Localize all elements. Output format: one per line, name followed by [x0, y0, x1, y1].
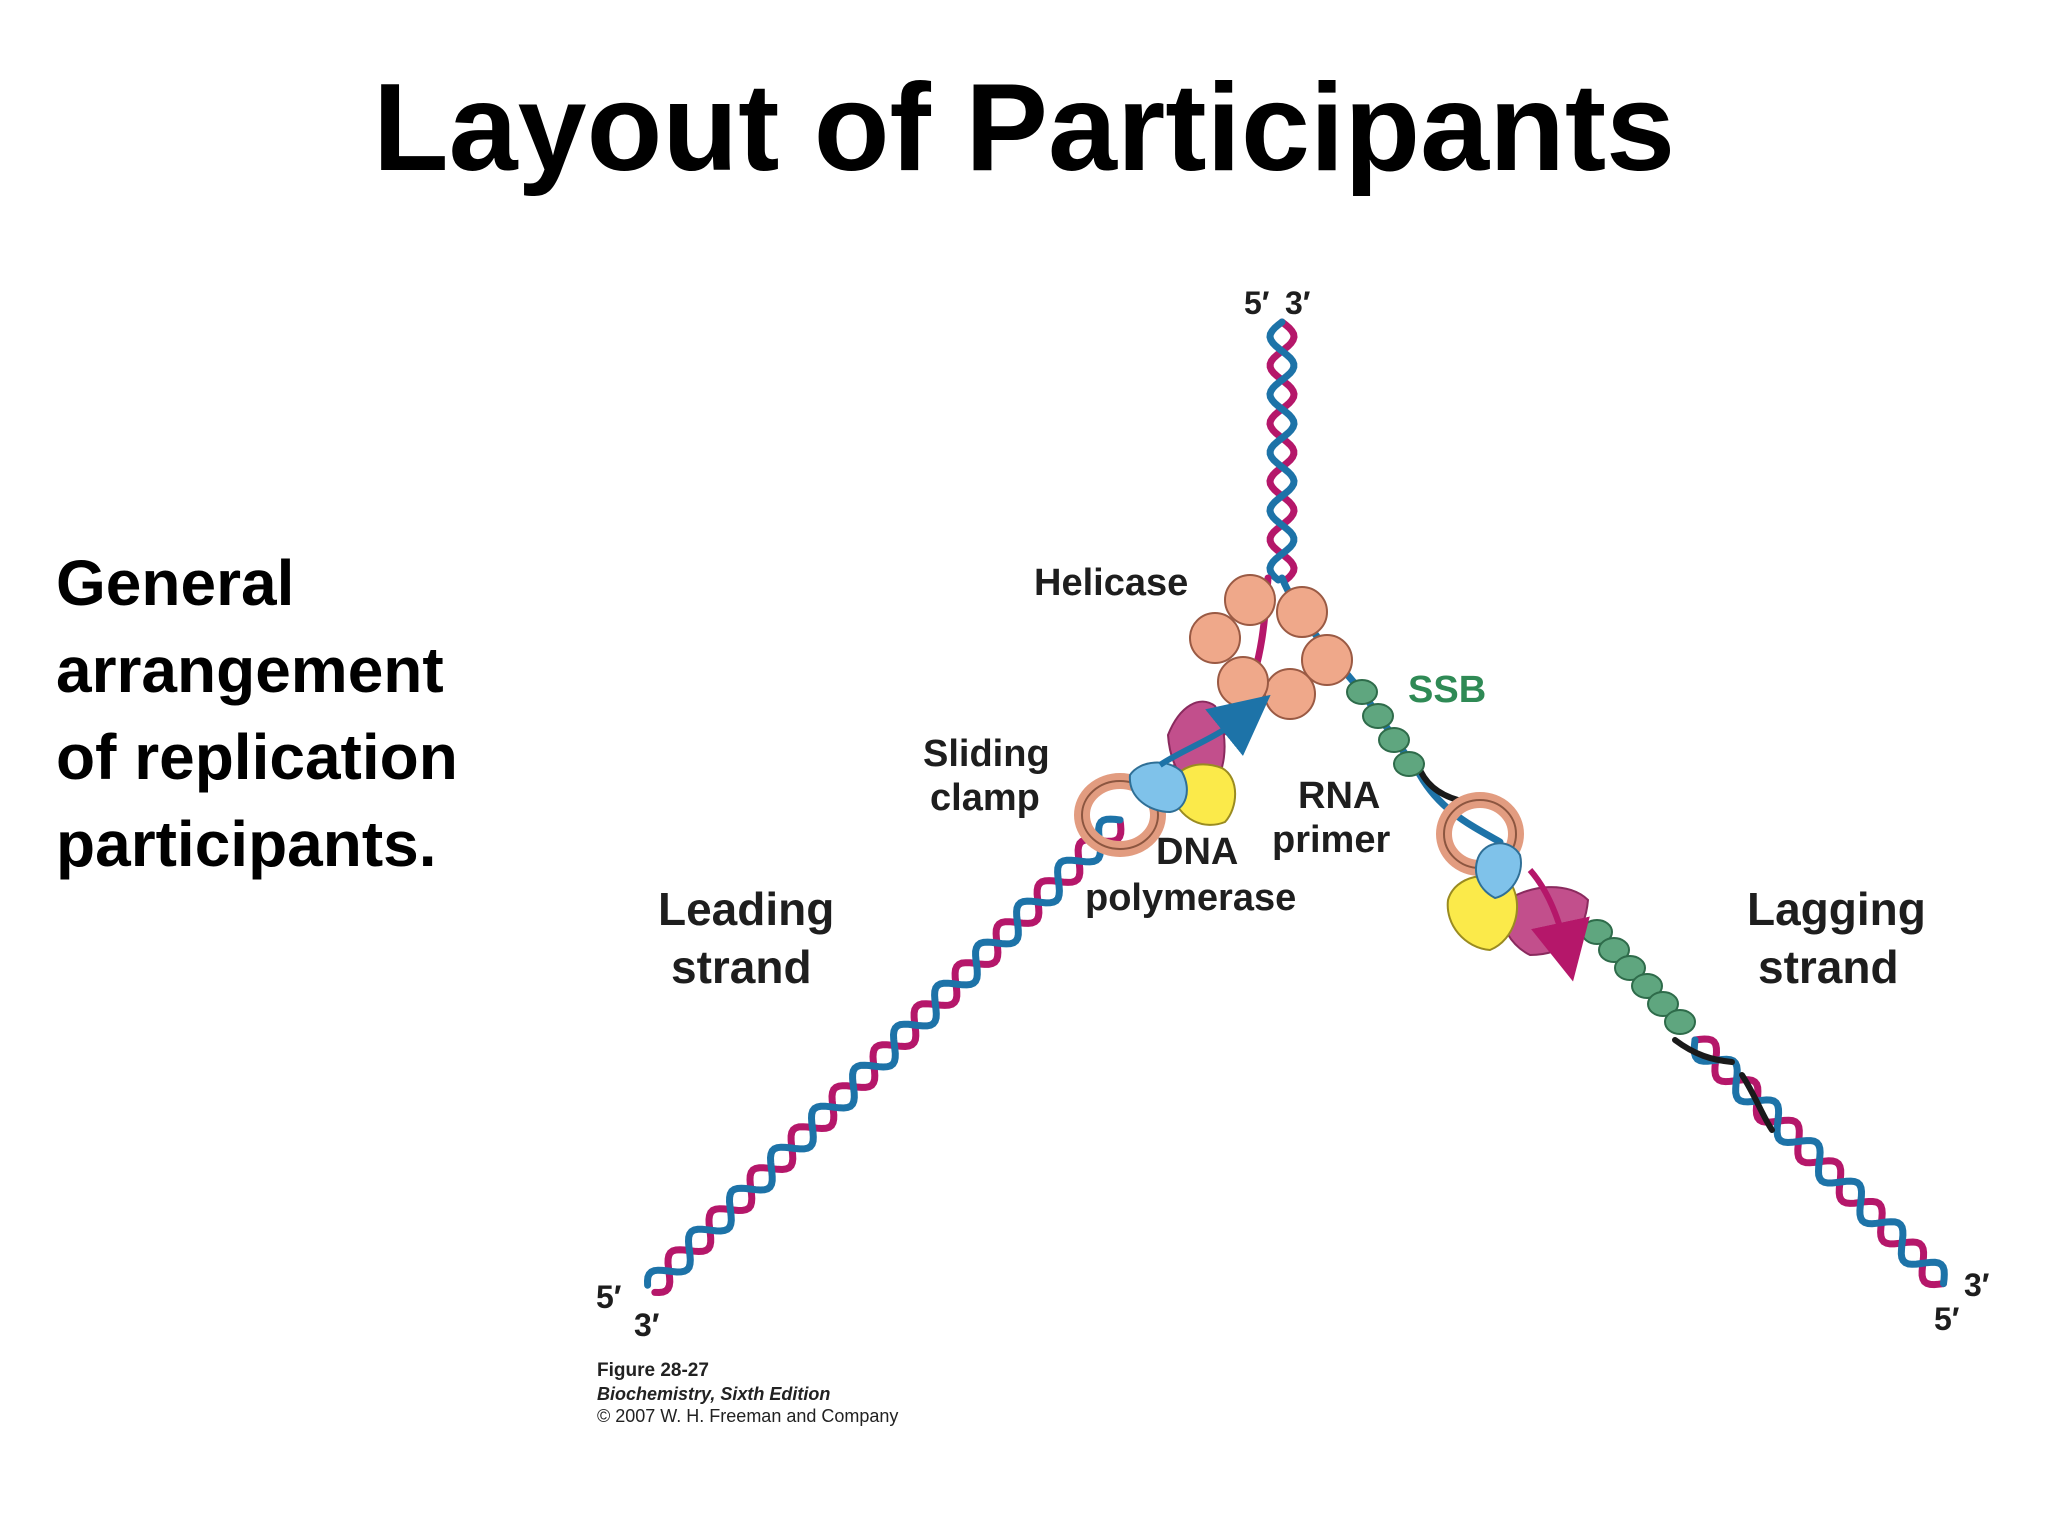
figure-source-book: Biochemistry, Sixth Edition [597, 1383, 831, 1404]
sliding-clamp-leading-edge [1081, 780, 1159, 850]
dna-helix-strands [643, 318, 1948, 1297]
rna-primer-label: RNA [1298, 775, 1380, 817]
dna-polymerase-label: polymerase [1085, 877, 1296, 919]
leading-strand-label: Leading [658, 883, 834, 935]
figure-copyright: © 2007 W. H. Freeman and Company [597, 1406, 899, 1427]
description-line: arrangement [56, 634, 444, 706]
description-line: General [56, 547, 295, 619]
polymerase-lagging-blue [1475, 842, 1522, 900]
helicase-subunit [1264, 668, 1316, 720]
figure-number: Figure 28-27 [597, 1360, 709, 1381]
ssb-protein [1614, 955, 1646, 981]
dna-polymerase-label: DNA [1156, 831, 1238, 873]
helicase-subunit [1276, 586, 1328, 638]
ssb-protein [1362, 703, 1394, 729]
ssb-protein [1346, 679, 1378, 705]
lagging-end-5-prime-label: 5′ [1934, 1301, 1960, 1337]
parental-strand-magenta [1266, 318, 1298, 584]
top-3-prime-label: 3′ [1285, 285, 1311, 321]
leading-synthesis-arrow [1158, 694, 1271, 768]
description-line: participants. [56, 808, 437, 880]
description-line: of replication [56, 721, 458, 793]
rna-primer-segment [1672, 1037, 1735, 1065]
parental-strand-blue [1266, 318, 1298, 584]
rna-primer-segment [1739, 1072, 1775, 1133]
helicase-subunit [1301, 634, 1353, 686]
lagging-synthesis-arrow [1527, 868, 1590, 982]
slide-description: General arrangement of replication parti… [56, 540, 576, 888]
leading-strand-blue [643, 815, 1124, 1289]
ssb-protein [1393, 751, 1425, 777]
lagging-strand-blue [1690, 1036, 1948, 1288]
helicase-subunit [1189, 612, 1241, 664]
ssb-group-lower [1581, 919, 1696, 1035]
figure-caption: Figure 28-27 Biochemistry, Sixth Edition… [597, 1359, 898, 1428]
leading-end-5-prime-label: 5′ [596, 1279, 622, 1315]
sliding-clamp-label: clamp [930, 777, 1040, 819]
ssb-label: SSB [1408, 669, 1486, 711]
helicase-subunit [1224, 574, 1276, 626]
top-5-prime-label: 5′ [1244, 285, 1270, 321]
helicase-complex [1189, 574, 1353, 720]
rna-primer-label: primer [1272, 819, 1390, 861]
lagging-strand-label: strand [1758, 941, 1899, 993]
slide-title: Layout of Participants [372, 59, 1676, 197]
lagging-end-3-prime-label: 3′ [1964, 1267, 1990, 1303]
ssb-protein [1378, 727, 1410, 753]
ssb-protein [1631, 973, 1663, 999]
ssb-group-upper [1346, 679, 1425, 777]
helicase-label: Helicase [1034, 562, 1188, 604]
ssb-protein [1598, 937, 1630, 963]
ssb-protein [1647, 991, 1679, 1017]
ssb-protein [1664, 1009, 1696, 1035]
leading-strand-label: strand [671, 941, 812, 993]
helicase-subunit [1217, 656, 1269, 708]
sliding-clamp-label: Sliding [923, 733, 1050, 775]
leading-end-3-prime-label: 3′ [634, 1307, 660, 1343]
lagging-strand-label: Lagging [1747, 883, 1926, 935]
polymerase-leading-blue [1128, 761, 1188, 814]
